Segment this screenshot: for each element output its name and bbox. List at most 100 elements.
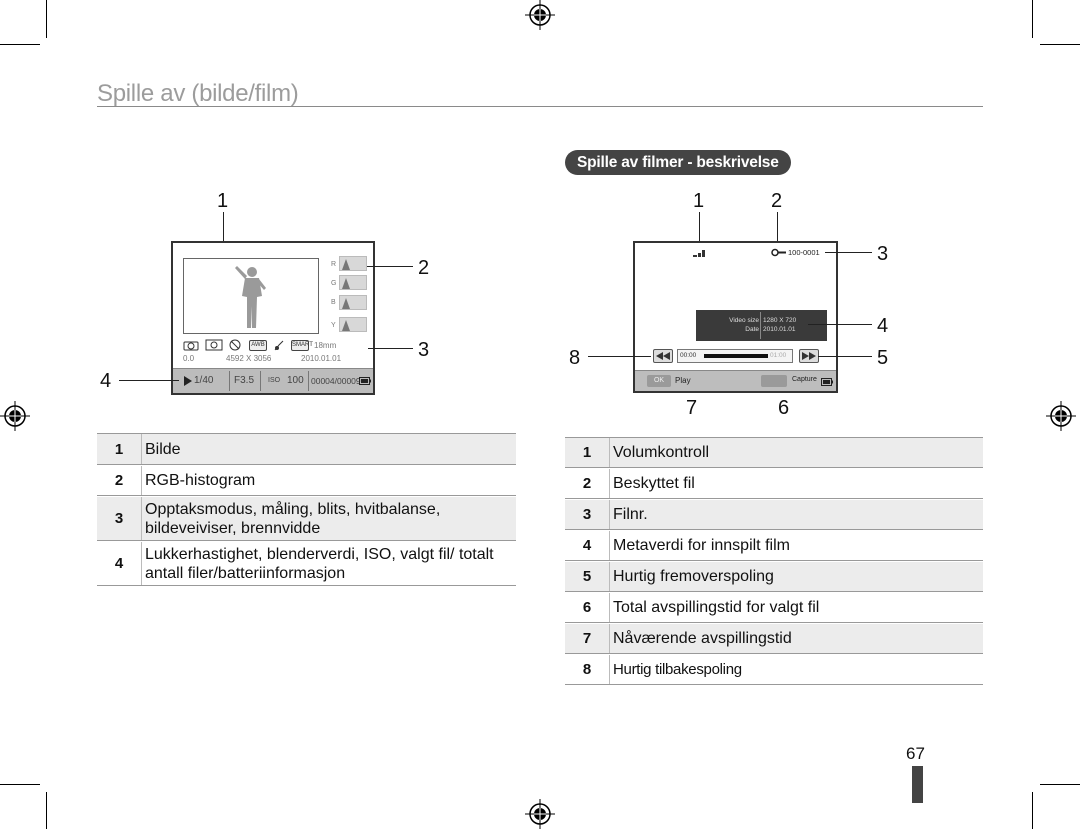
row-text: Lukkerhastighet, blenderverdi, ISO, valg… — [145, 546, 494, 582]
photo-style-icon — [274, 340, 284, 351]
row-number: 5 — [582, 568, 592, 585]
volume-icon — [693, 250, 705, 257]
crop-mark — [46, 0, 47, 38]
play-label: Play — [675, 376, 691, 385]
row-number: 3 — [114, 510, 124, 527]
file-count: 00004/00009 — [311, 376, 361, 386]
video-playback-screen: 100-0001 Video size 1280 X 720 Date 2010… — [633, 241, 838, 393]
row-number: 6 — [582, 599, 592, 616]
exposure-value: 0.0 — [183, 354, 195, 363]
histogram-y — [339, 317, 367, 332]
table-row: 4 Metaverdi for innspilt film — [565, 531, 983, 561]
crop-mark — [0, 44, 40, 45]
row-text: Hurtig fremoverspoling — [613, 568, 774, 585]
iso-label: ISO — [268, 377, 281, 384]
callout-line — [825, 252, 872, 253]
capture-button[interactable] — [761, 375, 787, 387]
video-size-label: Video size — [729, 317, 759, 324]
crop-mark — [46, 792, 47, 829]
video-control-bar: OK Play Capture — [635, 370, 836, 391]
callout-line — [119, 380, 179, 381]
table-row: 8 Hurtig tilbakespoling — [565, 655, 983, 685]
fast-forward-button[interactable] — [799, 349, 819, 363]
iso-value: 100 — [287, 375, 304, 386]
white-balance-icon: AWB — [249, 340, 267, 351]
table-row: 1 Volumkontroll — [565, 438, 983, 468]
callout-1: 1 — [693, 190, 705, 212]
cell-divider — [609, 593, 610, 622]
callout-line — [699, 212, 700, 248]
capture-label: Capture — [792, 376, 817, 383]
focal-length: 18mm — [314, 341, 337, 350]
progress-track[interactable]: 00:00 01:00 — [677, 349, 793, 363]
rewind-button[interactable] — [653, 349, 673, 363]
table-top-border — [565, 437, 983, 438]
registration-mark-icon — [525, 799, 555, 829]
file-number: 100-0001 — [788, 248, 820, 257]
cell-divider — [141, 434, 142, 464]
registration-mark-icon — [0, 401, 30, 431]
callout-4: 4 — [100, 370, 112, 392]
photo-info-bar: 1/40 F3.5 ISO 100 00004/00009 — [173, 368, 373, 393]
callout-5: 5 — [877, 347, 889, 369]
row-text: Filnr. — [613, 506, 648, 523]
callout-3: 3 — [877, 243, 889, 265]
progress-fill — [704, 354, 768, 358]
histogram-label-b: B — [331, 299, 336, 306]
ok-button[interactable]: OK — [647, 375, 671, 387]
rewind-icon — [656, 352, 670, 360]
meta-divider — [760, 312, 761, 339]
row-number: 8 — [582, 661, 592, 678]
row-text: Hurtig tilbakespoling — [613, 661, 742, 678]
video-size-value: 1280 X 720 — [763, 317, 797, 324]
table-row: 6 Total avspillingstid for valgt fil — [565, 593, 983, 623]
callout-line — [367, 266, 413, 267]
crop-mark — [1032, 792, 1033, 829]
image-resolution: 4592 X 3056 — [226, 354, 272, 363]
divider — [260, 371, 261, 391]
current-time: 00:00 — [680, 352, 697, 359]
callout-7: 7 — [686, 397, 698, 419]
cell-divider — [141, 497, 142, 540]
divider — [308, 371, 309, 391]
cell-divider — [609, 531, 610, 560]
video-meta-box: Video size 1280 X 720 Date 2010.01.01 — [696, 310, 827, 341]
callout-line — [588, 356, 651, 357]
row-text: Bilde — [145, 441, 181, 458]
thumb-tab — [912, 766, 923, 803]
row-number: 2 — [114, 472, 124, 489]
registration-mark-icon — [1046, 401, 1076, 431]
battery-icon — [359, 377, 371, 385]
histogram-g — [339, 275, 367, 290]
cell-divider — [609, 562, 610, 591]
row-text: Total avspillingstid for valgt fil — [613, 599, 820, 616]
table-row: 1 Bilde — [97, 434, 516, 465]
shutter-speed: 1/40 — [194, 375, 214, 386]
page-number: 67 — [906, 744, 925, 763]
row-text: Opptaksmodus, måling, blits, hvitbalanse… — [145, 501, 441, 537]
row-number: 2 — [582, 475, 592, 492]
registration-mark-icon — [525, 0, 555, 30]
histogram-b — [339, 295, 367, 310]
video-date-label: Date — [745, 326, 759, 333]
section-heading: Spille av filmer - beskrivelse — [565, 150, 791, 175]
play-icon — [184, 376, 192, 386]
callout-3: 3 — [418, 339, 430, 361]
crop-mark — [1032, 0, 1033, 38]
smart-mode-icon: SMART — [291, 340, 313, 351]
row-number: 4 — [582, 537, 592, 554]
callout-line — [223, 212, 224, 258]
crop-mark — [0, 784, 40, 785]
callout-1: 1 — [217, 190, 229, 212]
callout-line — [368, 348, 413, 349]
person-silhouette-icon — [235, 266, 266, 328]
row-text: Nåværende avspillingstid — [613, 630, 792, 647]
protected-key-icon — [771, 248, 786, 257]
title-divider — [97, 106, 983, 107]
row-number: 1 — [114, 441, 124, 458]
cell-divider — [141, 466, 142, 495]
histogram-label-g: G — [331, 280, 337, 287]
cell-divider — [609, 624, 610, 653]
callout-2: 2 — [771, 190, 783, 212]
table-row: 7 Nåværende avspillingstid — [565, 624, 983, 654]
